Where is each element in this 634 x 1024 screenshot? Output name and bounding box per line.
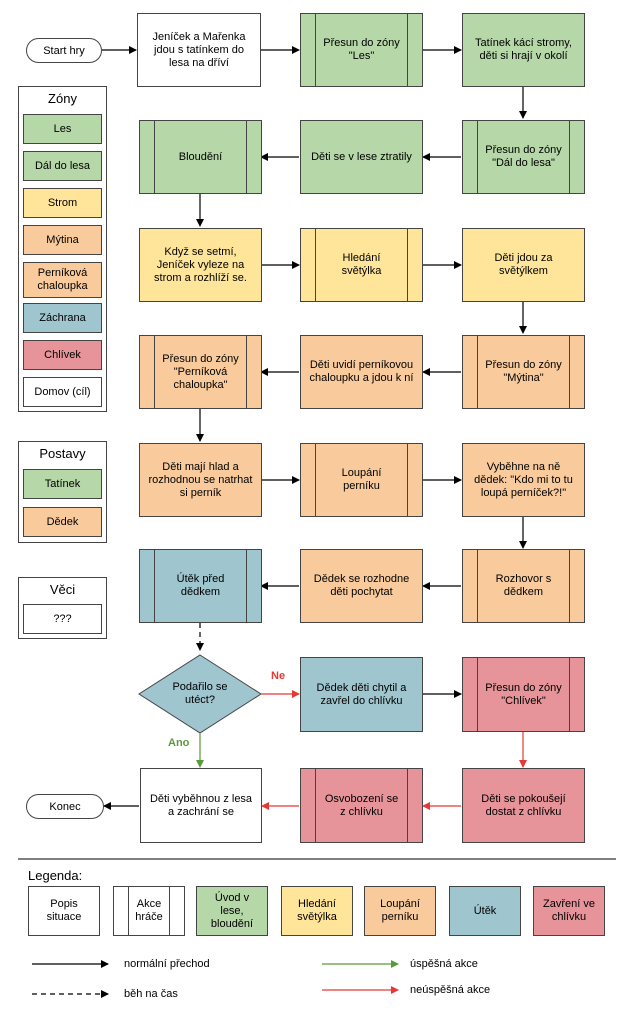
node-rozhovor-s-dedkem: Rozhovor s dědkem [462, 549, 585, 623]
zone-domov: Domov (cíl) [23, 377, 102, 407]
node-osvobozeni: Osvobození se z chlívku [300, 768, 423, 843]
characters-title: Postavy [39, 446, 86, 461]
start-node: Start hry [26, 38, 102, 63]
node-vybehne-dedek: Vyběhne na ně dědek: "Kdo mi to tu loupá… [462, 443, 585, 517]
legend-success-label: úspěšná akce [410, 958, 478, 970]
legend-popis-situace: Popis situace [28, 886, 100, 936]
node-tatinek-kaci: Tatínek kácí stromy, děti si hrají v oko… [462, 13, 585, 87]
zone-pernikova-chaloupka: Perníková chaloupka [23, 262, 102, 298]
node-bloudeni: Bloudění [139, 120, 262, 194]
node-dedek-chytil: Dědek děti chytil a zavřel do chlívku [300, 657, 423, 732]
node-deti-se-pokouseji: Děti se pokoušejí dostat z chlívku [462, 768, 585, 843]
legend-fail-label: neúspěšná akce [410, 984, 491, 996]
character-dedek: Dědek [23, 507, 102, 537]
things-title: Věci [49, 582, 76, 597]
zone-les: Les [23, 114, 102, 144]
legend-loupani: Loupání perníku [364, 886, 436, 936]
legend-normal-label: normální přechod [124, 958, 210, 970]
zones-title: Zóny [48, 91, 77, 106]
node-deti-uvidi-chaloupku: Děti uvidí perníkovou chaloupku a jdou k… [300, 335, 423, 409]
node-deti-vybehnou: Děti vyběhnou z lesa a zachrání se [140, 768, 262, 843]
node-move-mytina: Přesun do zóny "Mýtina" [462, 335, 585, 409]
node-hledani-svetylka: Hledání světýlka [300, 228, 423, 302]
zones-panel: Zóny Les Dál do lesa Strom Mýtina Perník… [18, 86, 107, 412]
end-label: Konec [49, 800, 81, 813]
zone-strom: Strom [23, 188, 102, 218]
node-move-dal-do-lesa: Přesun do zóny "Dál do lesa" [462, 120, 585, 194]
characters-panel: Postavy Tatínek Dědek [18, 441, 107, 543]
legend-uvod: Úvod v lese, bloudění [196, 886, 268, 936]
node-loupani-perniku: Loupání perníku [300, 443, 423, 517]
node-intro: Jeníček a Mařenka jdou s tatínkem do les… [137, 13, 261, 87]
character-tatinek: Tatínek [23, 469, 102, 499]
things-panel: Věci ??? [18, 577, 107, 639]
legend-utek: Útěk [449, 886, 521, 936]
edge-label-yes: Ano [168, 737, 190, 749]
node-deti-maji-hlad: Děti mají hlad a rozhodnou se natrhat si… [139, 443, 262, 517]
node-move-pernikova-chaloupka: Přesun do zóny "Perníková chaloupka" [139, 335, 262, 409]
node-deti-za-svetylkem: Děti jdou za světýlkem [462, 228, 585, 302]
zone-dal-do-lesa: Dál do lesa [23, 151, 102, 181]
zone-mytina: Mýtina [23, 225, 102, 255]
start-label: Start hry [43, 44, 85, 57]
thing-unknown: ??? [23, 604, 102, 634]
node-move-chlivek: Přesun do zóny "Chlívek" [462, 657, 585, 732]
legend-title: Legenda: [28, 868, 83, 883]
decision-text: Podařilo se utéct? [172, 681, 228, 706]
legend-timed-label: běh na čas [124, 988, 178, 1000]
node-move-les: Přesun do zóny "Les" [300, 13, 423, 87]
node-dedek-rozhodne: Dědek se rozhodne děti pochytat [300, 549, 423, 623]
end-node: Konec [26, 794, 104, 819]
edge-label-no: Ne [271, 670, 286, 682]
node-jenicek-strom: Když se setmí, Jeníček vyleze na strom a… [139, 228, 262, 302]
node-utek-pred-dedkem: Útěk před dědkem [139, 549, 262, 623]
legend-akce-hrace: Akce hráče [113, 886, 185, 936]
zone-zachrana: Záchrana [23, 303, 102, 333]
legend-zavreni: Zavření ve chlívku [533, 886, 605, 936]
zone-chlivek: Chlívek [23, 340, 102, 370]
node-deti-ztratily: Děti se v lese ztratily [300, 120, 423, 194]
legend-hledani: Hledání světýlka [281, 886, 353, 936]
